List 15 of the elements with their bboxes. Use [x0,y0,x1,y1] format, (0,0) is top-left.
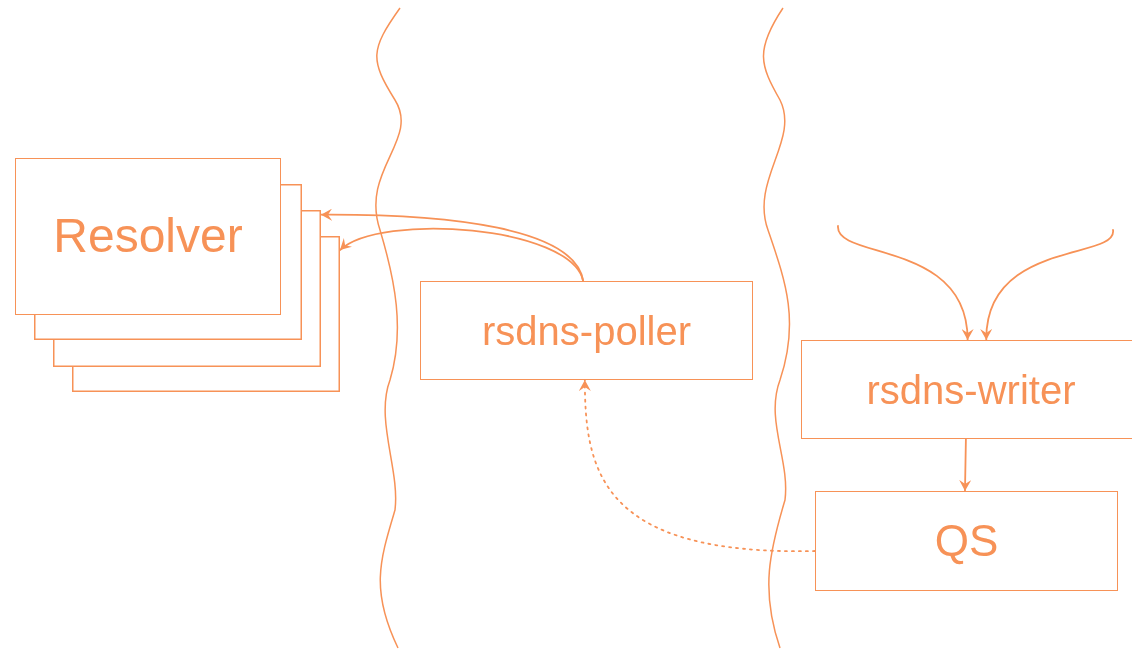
box-label: QS [934,516,999,566]
arrow [339,227,585,282]
process-box [801,340,1132,439]
process-box [420,281,753,380]
arrow [837,225,973,341]
arrow [579,379,816,552]
arrow [959,438,972,492]
box-label: rsdns-poller [482,308,691,353]
stacked-box [34,184,302,340]
box-label: Resolver [53,210,243,263]
process-box [815,491,1118,591]
process-box [15,158,281,315]
stacked-box [53,210,321,367]
box-label: rsdns-writer [866,367,1076,412]
arrow [981,229,1114,341]
